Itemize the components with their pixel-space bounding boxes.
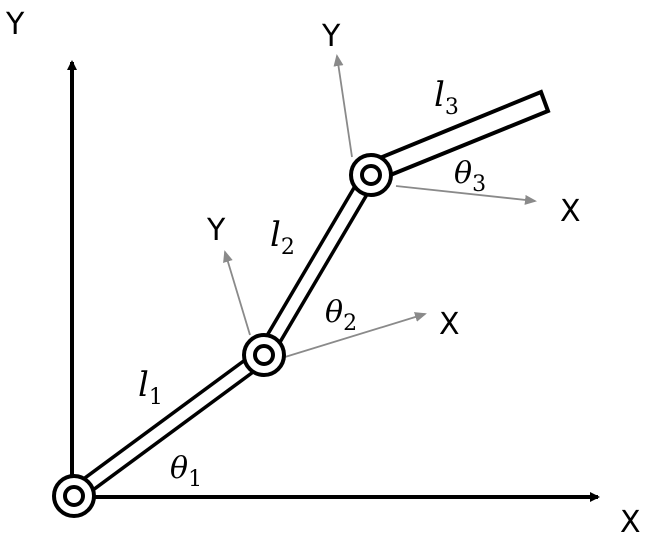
frame2-y-axis — [223, 250, 251, 336]
frame3-x-axis — [395, 185, 537, 205]
link-3-label: l3 — [434, 75, 459, 120]
link-1-label: l1 — [138, 365, 163, 410]
angle-2-label: θ2 — [325, 295, 357, 336]
joint-3 — [349, 153, 393, 197]
frame3-y-axis — [333, 54, 353, 158]
link-2-label: l2 — [270, 215, 295, 260]
angle-1-label: θ1 — [170, 451, 202, 492]
link-2 — [256, 170, 378, 360]
joint-1 — [52, 474, 96, 518]
base-y-label: Y — [5, 7, 25, 42]
frame3-x-label: X — [560, 194, 581, 229]
frame2-x-axis — [284, 312, 427, 358]
frame3-y-label: Y — [321, 19, 341, 54]
angle-3-label: θ3 — [454, 156, 486, 197]
frame2-x-label: X — [439, 307, 460, 342]
link-1 — [68, 347, 270, 503]
joint-2 — [242, 333, 286, 377]
frame2-y-label: Y — [206, 213, 226, 248]
base-x-label: X — [620, 505, 641, 537]
